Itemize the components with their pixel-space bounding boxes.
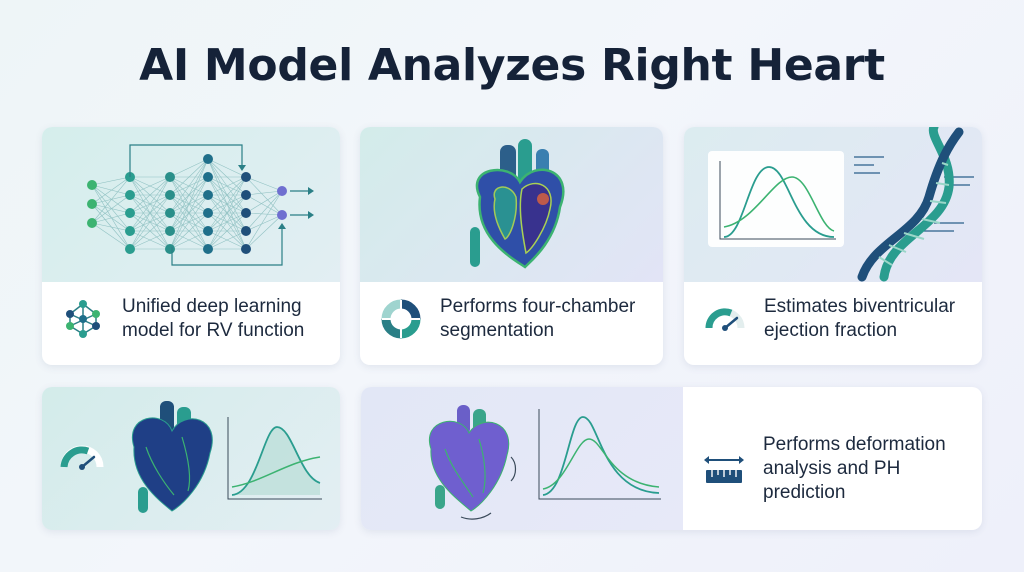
gauge-icon <box>60 445 104 470</box>
network-node <box>203 208 213 218</box>
network-node <box>125 208 135 218</box>
network-node <box>125 226 135 236</box>
network-node <box>241 190 251 200</box>
segment-ring-icon <box>381 299 421 339</box>
card-four-chamber-segmentation: Performs four-chamber segmentation <box>360 127 663 365</box>
heart-segmentation-illustration <box>360 127 663 282</box>
network-node <box>125 190 135 200</box>
network-node <box>87 199 97 209</box>
neural-network-illustration <box>42 127 340 282</box>
caption-row: Unified deep learning model for RV funct… <box>62 295 332 343</box>
caption-row: Estimates biventricular ejection fractio… <box>704 295 974 343</box>
network-node <box>241 172 251 182</box>
network-node <box>165 208 175 218</box>
deformation-illustration <box>361 387 683 530</box>
network-node <box>203 244 213 254</box>
heart-gauge-curve-illustration <box>60 401 322 513</box>
network-node <box>203 226 213 236</box>
network-icon <box>66 300 100 338</box>
network-node <box>165 244 175 254</box>
caption-text: Performs four-chamber segmentation <box>440 296 636 341</box>
network-node <box>203 154 213 164</box>
caption-text: Unified deep learning model for RV funct… <box>122 296 305 341</box>
network-node <box>277 186 287 196</box>
caption-row: Performs deformation analysis and PH pre… <box>703 433 982 505</box>
curves-dna-illustration <box>684 127 982 282</box>
caption-text: Performs deformation analysis and PH pre… <box>763 434 946 503</box>
network-node <box>277 210 287 220</box>
gauge-icon <box>705 308 745 331</box>
network-node <box>165 190 175 200</box>
network-node <box>165 226 175 236</box>
network-node <box>203 190 213 200</box>
card-heart-function-illustration <box>42 387 340 530</box>
network-node <box>203 172 213 182</box>
network-node <box>241 208 251 218</box>
page-title: AI Model Analyzes Right Heart <box>139 40 885 91</box>
heart-icon <box>131 401 213 513</box>
card-deep-learning-model: Unified deep learning model for RV funct… <box>42 127 340 365</box>
caption-text: Estimates biventricular ejection fractio… <box>764 296 956 341</box>
network-node <box>125 244 135 254</box>
network-node <box>87 180 97 190</box>
network-node <box>87 218 97 228</box>
network-node <box>241 226 251 236</box>
card-deformation-analysis: Performs deformation analysis and PH pre… <box>361 387 982 530</box>
network-node <box>165 172 175 182</box>
network-node <box>241 244 251 254</box>
caption-row: Performs four-chamber segmentation <box>380 295 650 343</box>
card-ejection-fraction: Estimates biventricular ejection fractio… <box>684 127 982 365</box>
ruler-arrow-icon <box>704 456 744 483</box>
